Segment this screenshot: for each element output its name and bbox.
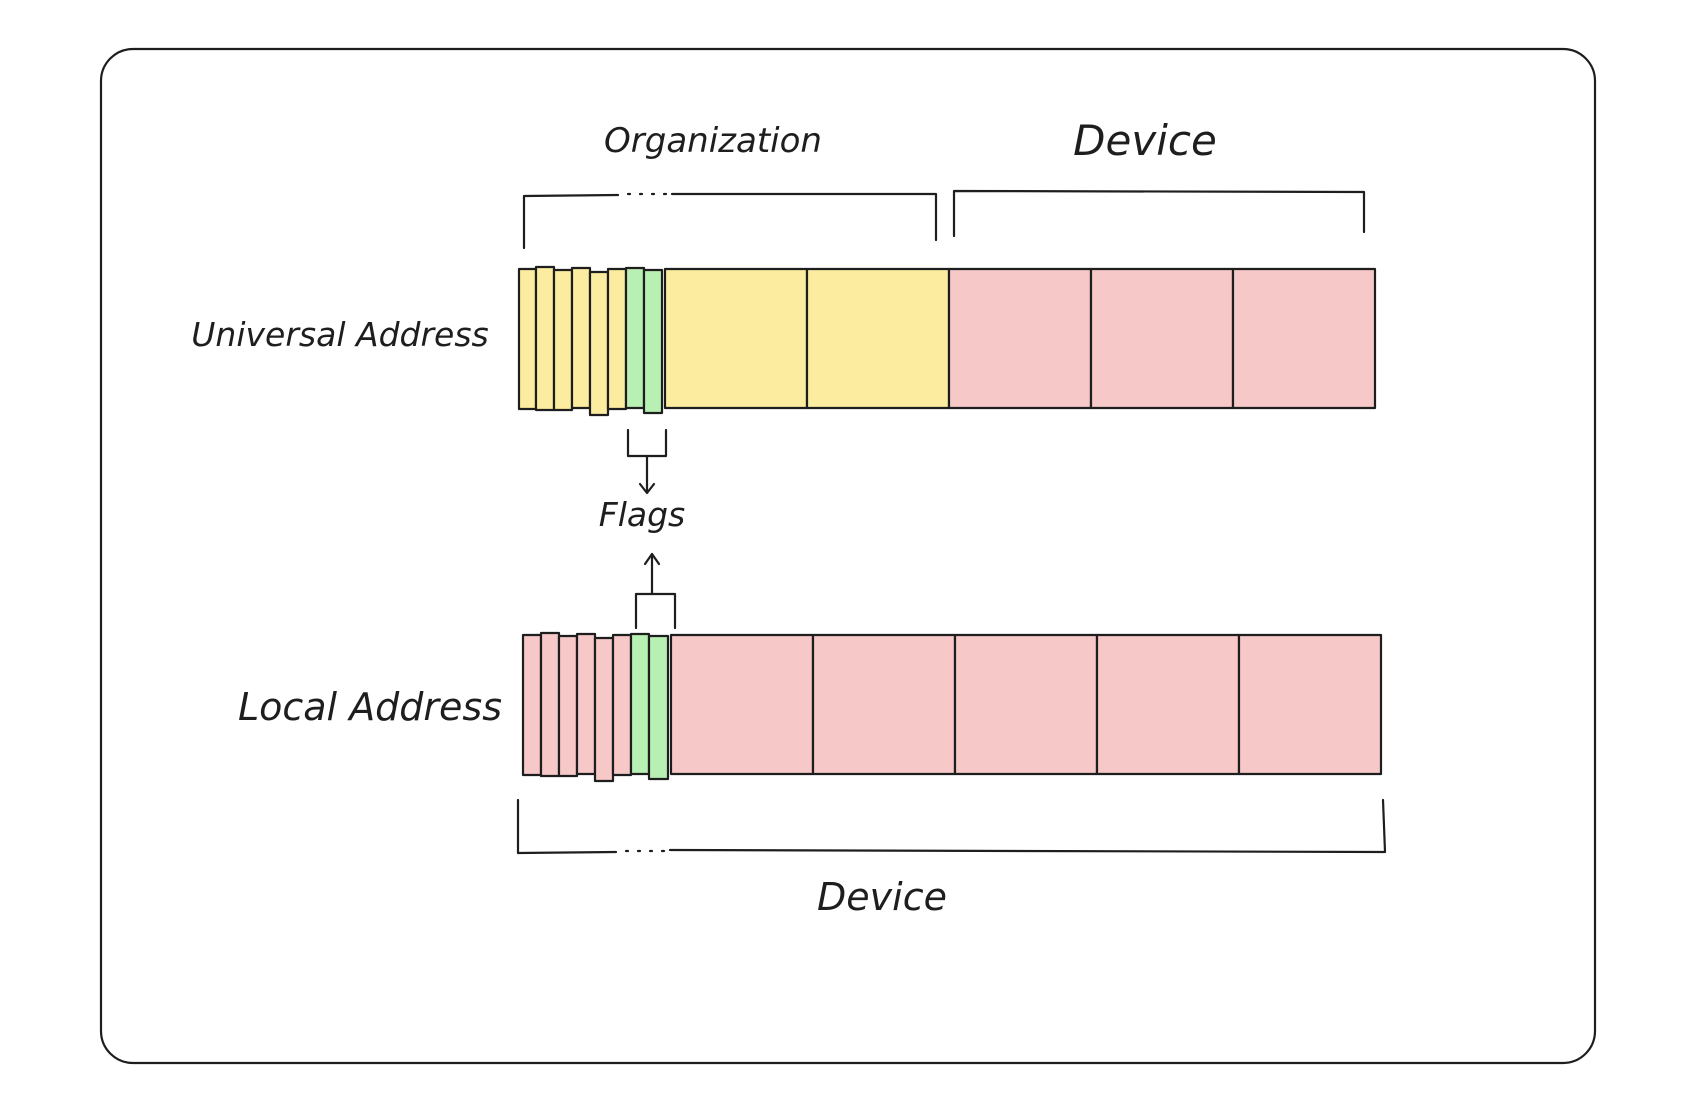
- device-top-bracket: [952, 189, 1366, 238]
- universal-organization-bit: [588, 270, 610, 417]
- universal-organization-bit: [606, 267, 628, 411]
- flags-label: Flags: [599, 495, 686, 534]
- universal-organization-bit: [517, 267, 538, 411]
- diagram-frame: [99, 47, 1597, 1065]
- local-device-byte: [1095, 633, 1241, 776]
- universal-organization-bit: [534, 265, 556, 412]
- local-device-bit: [557, 634, 579, 778]
- universal-organization-byte: [663, 267, 809, 410]
- universal-device-byte: [1089, 267, 1235, 410]
- device-top-label: Device: [1073, 116, 1217, 165]
- universal-device-byte: [1231, 267, 1377, 410]
- local-device-byte: [1237, 633, 1383, 776]
- universal-address-label: Universal Address: [191, 315, 488, 354]
- local-address-label: Local Address: [238, 685, 502, 729]
- organization-label: Organization: [604, 121, 822, 161]
- universal-organization-byte: [805, 267, 951, 410]
- device-bottom-label: Device: [817, 875, 947, 919]
- universal-device-byte: [947, 267, 1093, 410]
- universal-flag-bit: [642, 268, 664, 415]
- flags-connector-top: [626, 428, 668, 495]
- local-device-bit: [593, 636, 615, 783]
- local-device-bit: [521, 633, 543, 777]
- universal-flag-bit: [624, 266, 646, 410]
- universal-organization-bit: [570, 266, 592, 410]
- local-device-bit: [539, 631, 561, 778]
- local-device-byte: [811, 633, 957, 776]
- local-device-bit: [611, 633, 633, 777]
- local-address-row: [521, 631, 1383, 783]
- organization-bracket: [522, 192, 938, 250]
- universal-address-row: [517, 265, 1377, 417]
- local-device-byte: [953, 633, 1099, 776]
- universal-organization-bit: [552, 268, 574, 412]
- local-device-byte: [669, 633, 815, 776]
- local-device-bit: [575, 632, 597, 776]
- local-flag-bit: [629, 632, 651, 776]
- device-bottom-bracket: [516, 798, 1387, 855]
- local-flag-bit: [647, 634, 670, 781]
- flags-connector-bottom: [634, 552, 677, 630]
